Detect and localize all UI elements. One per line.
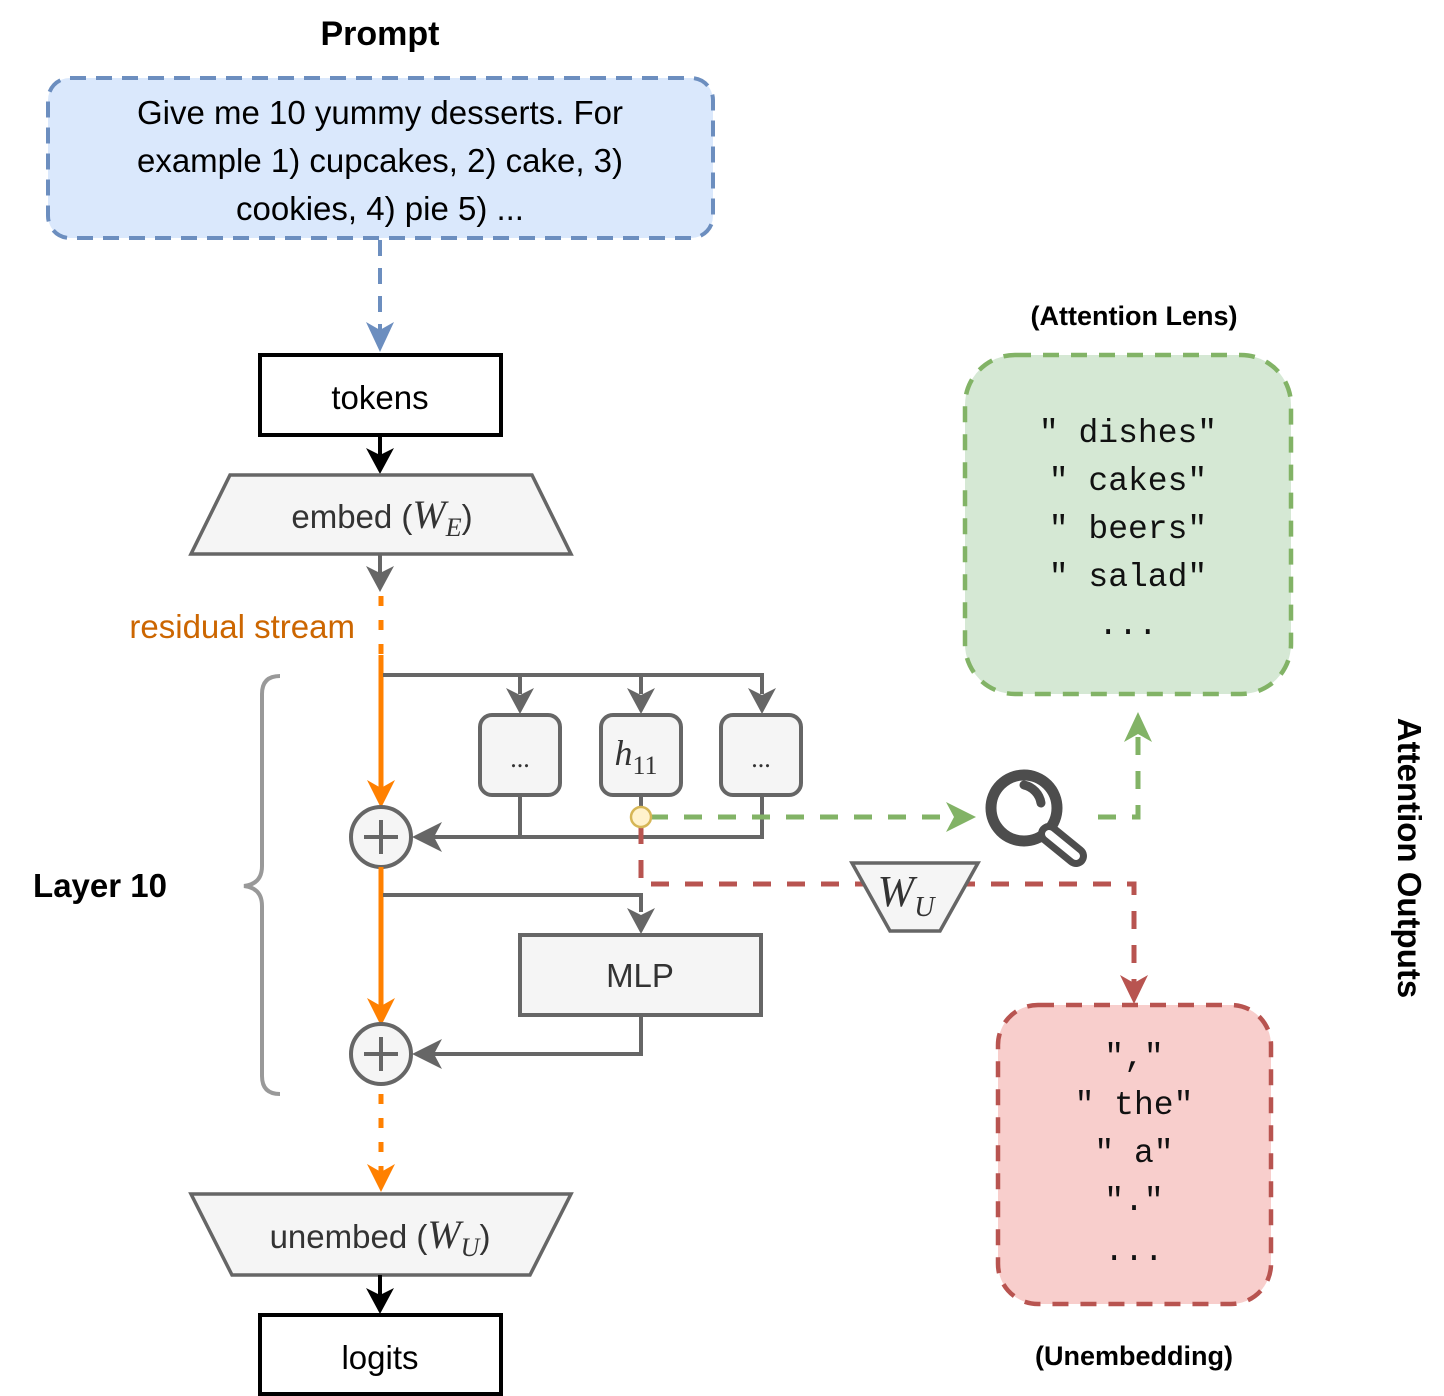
mlp-output-edge bbox=[430, 1015, 643, 1056]
projection-wu-label: WU bbox=[878, 867, 937, 923]
prompt-heading: Prompt bbox=[321, 15, 440, 53]
unembed-token-1: "," bbox=[1104, 1039, 1163, 1076]
embed-block bbox=[188, 473, 574, 556]
magnifier-icon bbox=[985, 769, 1087, 867]
head-2-input-arrowhead bbox=[627, 688, 655, 714]
unembed-token-2: " the" bbox=[1075, 1087, 1194, 1124]
mlp-input-edge bbox=[383, 893, 643, 912]
unembedding-path-arrowhead bbox=[1120, 975, 1148, 1004]
embed-out-arrowhead bbox=[366, 566, 394, 592]
prompt-line-2: example 1) cupcakes, 2) cake, 3) bbox=[137, 142, 623, 179]
lens-token-4: " salad" bbox=[1049, 559, 1207, 596]
lens-token-3: " beers" bbox=[1049, 511, 1207, 548]
prompt-line-3: cookies, 4) pie 5) ... bbox=[236, 190, 524, 227]
mlp-label: MLP bbox=[606, 957, 674, 994]
residual-to-add1-arrowhead bbox=[367, 780, 395, 808]
layer-label: Layer 10 bbox=[33, 867, 167, 904]
hook-point-h11[interactable] bbox=[629, 805, 653, 829]
mlp-input-arrowhead bbox=[627, 908, 655, 934]
unembedding-panel-title: (Unembedding) bbox=[1035, 1341, 1233, 1371]
attention-outputs-side-label: Attention Outputs bbox=[1391, 718, 1428, 998]
mlp-to-add2-arrowhead bbox=[412, 1039, 442, 1069]
lens-output-edge bbox=[1098, 735, 1141, 820]
lens-output-arrowhead bbox=[1124, 712, 1152, 742]
unembed-token-4: "." bbox=[1104, 1183, 1163, 1220]
heads-input-bus bbox=[383, 673, 764, 694]
lens-panel-title: (Attention Lens) bbox=[1031, 301, 1238, 331]
lens-token-1: " dishes" bbox=[1039, 415, 1217, 452]
lens-path-arrowhead bbox=[946, 802, 976, 832]
tokens-box bbox=[258, 353, 503, 437]
layer-brace bbox=[243, 674, 281, 1096]
residual-to-add2-arrowhead bbox=[367, 998, 395, 1026]
lens-token-2: " cakes" bbox=[1049, 463, 1207, 500]
logits-box bbox=[258, 1313, 503, 1396]
unembed-token-5: ... bbox=[1104, 1233, 1163, 1270]
prompt-box bbox=[46, 76, 715, 240]
tokens-to-embed-arrowhead bbox=[366, 448, 394, 474]
unembed-block bbox=[188, 1192, 574, 1277]
embed-label: embed (WE) bbox=[291, 492, 472, 542]
tokens-label: tokens bbox=[331, 379, 428, 416]
projection-wu-block bbox=[849, 861, 981, 933]
lens-panel bbox=[962, 352, 1294, 697]
heads-output-bus bbox=[430, 795, 764, 839]
unembed-label: unembed (WU) bbox=[270, 1212, 491, 1262]
attention-head-label-3: ... bbox=[751, 744, 771, 773]
heads-to-add1-arrowhead bbox=[412, 822, 442, 852]
unembedding-panel bbox=[995, 1002, 1274, 1307]
residual-to-unembed-arrowhead bbox=[367, 1164, 395, 1192]
prompt-line-1: Give me 10 yummy desserts. For bbox=[137, 94, 623, 131]
prompt-to-tokens-arrowhead bbox=[366, 322, 394, 352]
residual-stream-label: residual stream bbox=[129, 608, 355, 645]
unembed-to-logits-arrowhead bbox=[366, 1288, 394, 1314]
unembed-token-3: " a" bbox=[1094, 1135, 1173, 1172]
attention-head-label-h11: h11 bbox=[614, 733, 657, 780]
logits-label: logits bbox=[341, 1339, 418, 1376]
attention-head-label-1: ... bbox=[510, 744, 530, 773]
head-1-input-arrowhead bbox=[506, 688, 534, 714]
head-3-input-arrowhead bbox=[748, 688, 776, 714]
lens-token-5: ... bbox=[1098, 607, 1157, 644]
